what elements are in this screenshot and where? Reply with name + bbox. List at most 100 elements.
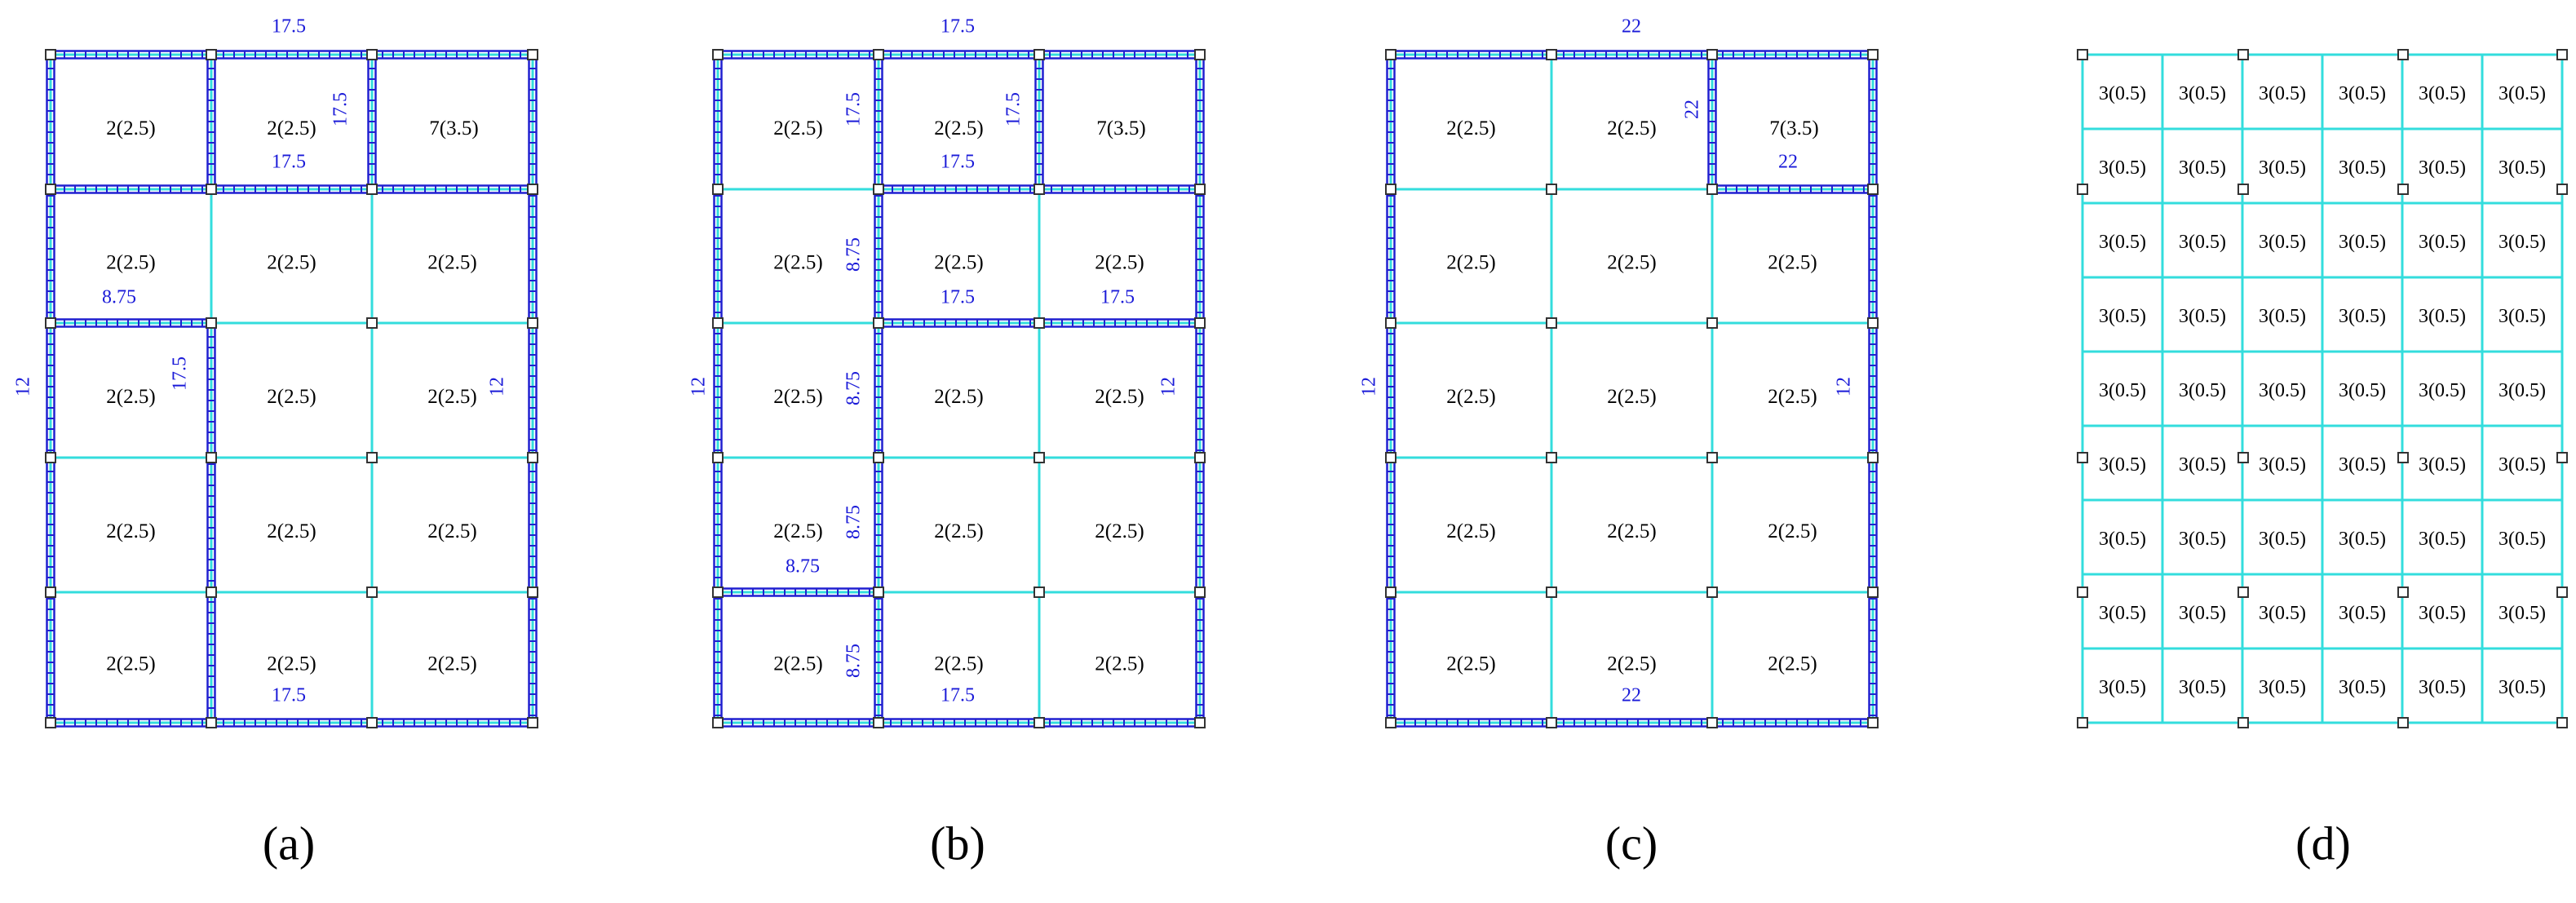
cell-label: 2(2.5) [1768,653,1817,675]
node-marker [2237,717,2249,728]
panel-caption: (d) [2295,817,2351,870]
node-marker [1867,49,1879,60]
cell-label: 3(0.5) [2179,454,2226,476]
cell-label: 2(2.5) [934,520,983,542]
dimension-label: 8.75 [843,505,865,539]
cell-label: 2(2.5) [934,386,983,408]
node-marker [1385,717,1396,728]
cell-label: 3(0.5) [2099,380,2146,401]
node-marker [1385,587,1396,598]
node-marker [873,317,884,329]
node-marker [712,184,724,195]
cell-label: 3(0.5) [2179,529,2226,550]
cell-label: 3(0.5) [2339,380,2386,401]
cell-label: 2(2.5) [1446,252,1495,274]
cell-label: 3(0.5) [2259,83,2306,104]
dimension-label: 22 [1682,100,1703,119]
node-marker [527,587,538,598]
cell-label: 3(0.5) [2259,677,2306,698]
cell-label: 3(0.5) [2339,529,2386,550]
cell-label: 3(0.5) [2499,306,2546,327]
cell-label: 7(3.5) [429,117,478,139]
node-marker [206,317,217,329]
dimension-label: 22 [1778,152,1798,173]
node-marker [1194,587,1206,598]
cell-label: 2(2.5) [106,117,155,139]
node-marker [527,317,538,329]
node-marker [2556,184,2568,195]
dimension-label: 17.5 [941,685,975,706]
node-marker [366,317,378,329]
dimension-label: 17.5 [272,152,306,173]
node-marker [1546,452,1557,463]
cell-label: 2(2.5) [1095,252,1144,274]
cell-label: 2(2.5) [773,386,822,408]
dimension-label: 8.75 [843,371,865,405]
cell-label: 3(0.5) [2259,454,2306,476]
cell-label: 3(0.5) [2419,380,2466,401]
node-marker [2077,184,2088,195]
node-marker [1194,184,1206,195]
cell-label: 3(0.5) [2339,603,2386,624]
node-marker [2237,587,2249,598]
cell-label: 3(0.5) [2419,454,2466,476]
cell-label: 3(0.5) [2099,306,2146,327]
node-marker [1194,317,1206,329]
cell-label: 3(0.5) [2259,232,2306,253]
cell-label: 3(0.5) [2419,83,2466,104]
node-marker [45,717,56,728]
cell-label: 2(2.5) [1095,386,1144,408]
node-marker [366,587,378,598]
cell-label: 3(0.5) [2259,529,2306,550]
node-marker [873,717,884,728]
node-marker [1033,452,1045,463]
cell-label: 2(2.5) [267,117,316,139]
cell-label: 2(2.5) [106,520,155,542]
cell-label: 3(0.5) [2099,454,2146,476]
dimension-label: 17.5 [1003,92,1025,126]
node-marker [1706,184,1718,195]
cell-label: 2(2.5) [427,653,476,675]
node-marker [1706,717,1718,728]
cell-label: 2(2.5) [427,520,476,542]
cell-label: 2(2.5) [267,386,316,408]
dimension-label: 17.5 [330,92,352,126]
cell-label: 3(0.5) [2499,529,2546,550]
node-marker [1033,184,1045,195]
node-marker [2397,452,2409,463]
cell-label: 3(0.5) [2179,232,2226,253]
cell-label: 3(0.5) [2339,454,2386,476]
node-marker [2077,717,2088,728]
node-marker [1385,317,1396,329]
node-marker [366,184,378,195]
cell-label: 3(0.5) [2499,677,2546,698]
cell-label: 3(0.5) [2099,232,2146,253]
node-marker [366,452,378,463]
node-marker [712,717,724,728]
dimension-label: 22 [1622,685,1641,706]
dimension-label: 8.75 [843,237,865,272]
node-marker [2237,452,2249,463]
cell-label: 3(0.5) [2499,232,2546,253]
cell-label: 3(0.5) [2419,232,2466,253]
cell-label: 2(2.5) [267,653,316,675]
node-marker [45,452,56,463]
dimension-label: 12 [487,377,508,396]
cell-label: 2(2.5) [1446,117,1495,139]
dimension-label: 22 [1622,16,1641,38]
node-marker [45,587,56,598]
cell-label: 3(0.5) [2259,306,2306,327]
node-marker [366,49,378,60]
cell-label: 3(0.5) [2099,603,2146,624]
cell-label: 7(3.5) [1769,117,1818,139]
node-marker [873,184,884,195]
dimension-label: 8.75 [843,644,865,678]
node-marker [527,452,538,463]
dimension-label: 17.5 [941,152,975,173]
cell-label: 3(0.5) [2099,529,2146,550]
cell-label: 2(2.5) [1768,386,1817,408]
node-marker [2397,184,2409,195]
cell-label: 3(0.5) [2179,603,2226,624]
node-marker [1867,717,1879,728]
